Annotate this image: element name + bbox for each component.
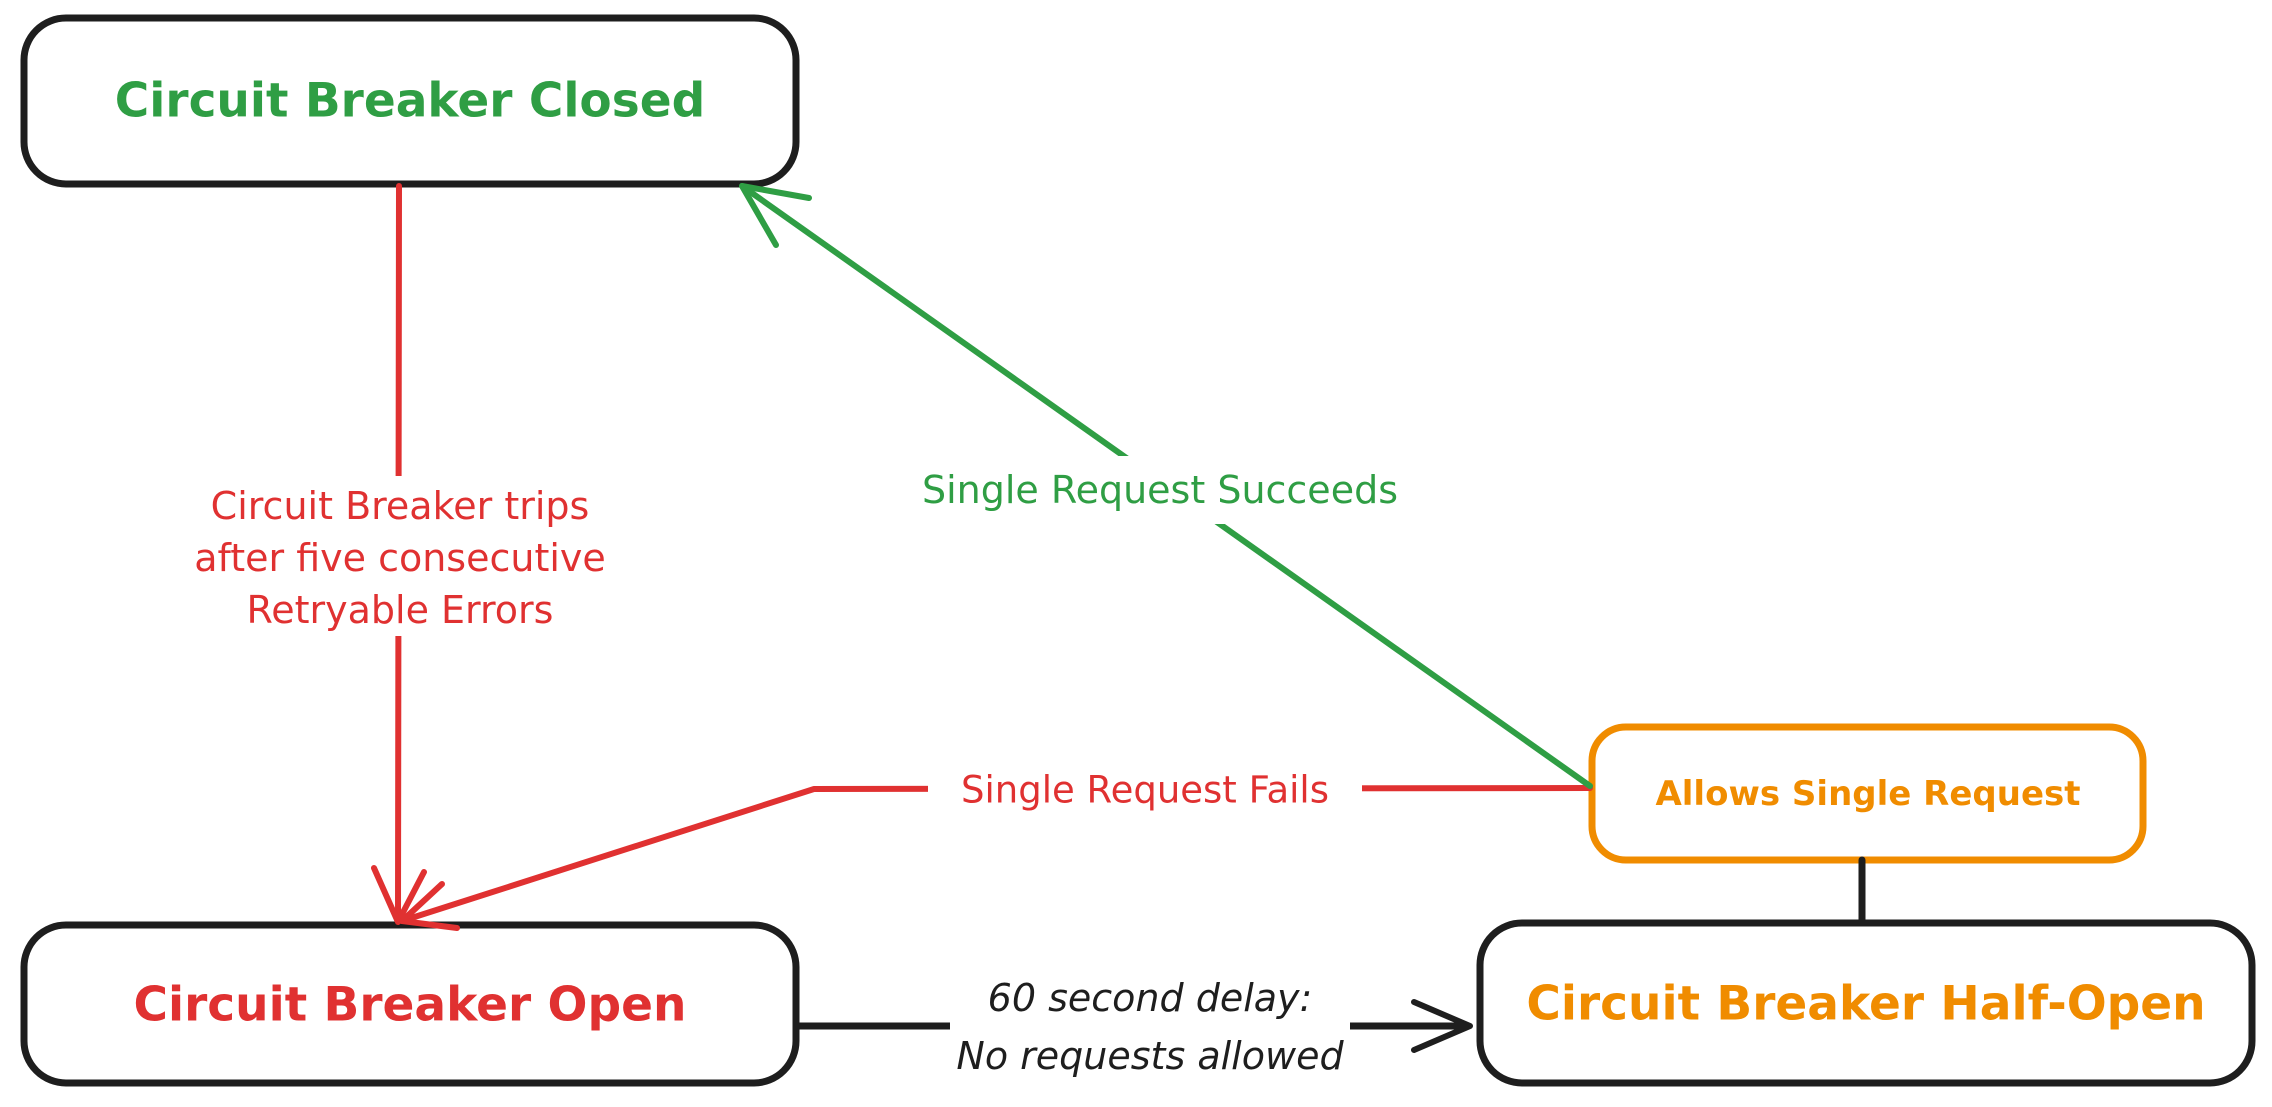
edge-single-request-fails-arrowhead-icon <box>399 881 460 931</box>
edge-trips-label-line3: Retryable Errors <box>247 588 554 632</box>
node-circuit-breaker-half-open-box <box>1476 919 2256 1087</box>
edge-delay-arrowhead-icon <box>1411 999 1473 1053</box>
edge-trips-arrowhead-icon <box>371 865 427 925</box>
edge-single-request-fails-label: Single Request Fails <box>961 769 1329 812</box>
fails-label-background <box>928 756 1362 822</box>
delay-label-background <box>950 964 1350 1086</box>
edge-trips-label-line1: Circuit Breaker trips <box>211 484 590 528</box>
succeeds-label-background <box>900 456 1420 524</box>
edge-single-request-succeeds-arrowhead-icon <box>739 183 812 248</box>
node-circuit-breaker-closed-label: Circuit Breaker Closed <box>115 74 705 129</box>
trips-label-background <box>175 476 625 636</box>
edge-delay-label-line2: No requests allowed <box>956 1034 1344 1078</box>
node-circuit-breaker-half-open-label: Circuit Breaker Half-Open <box>1526 977 2205 1032</box>
edge-delay-label-line1: 60 second delay: <box>988 976 1313 1020</box>
edge-single-request-succeeds-label: Single Request Succeeds <box>922 468 1398 512</box>
node-circuit-breaker-closed-box <box>20 14 800 188</box>
node-allows-single-request-box <box>1588 723 2147 864</box>
node-circuit-breaker-open-label: Circuit Breaker Open <box>134 978 687 1033</box>
edge-trips-label-line2: after five consecutive <box>194 536 606 580</box>
node-allows-single-request-label: Allows Single Request <box>1655 774 2080 814</box>
